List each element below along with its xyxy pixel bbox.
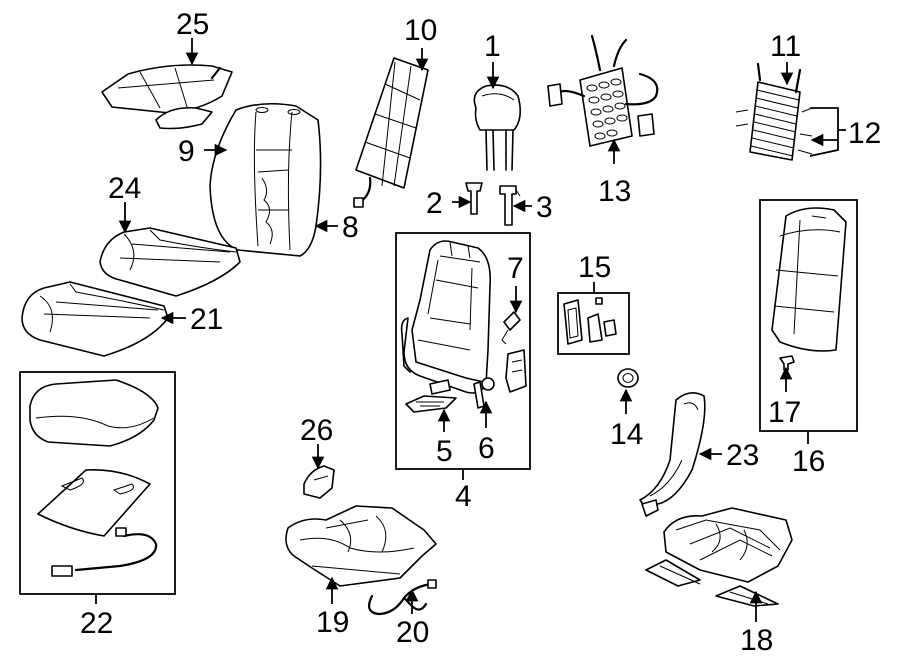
callout-13: 13 xyxy=(598,175,631,208)
part-5-recliner-mechanism xyxy=(405,379,457,413)
part-25-seat-heater xyxy=(101,64,233,130)
callout-1: 1 xyxy=(484,30,501,63)
callout-4: 4 xyxy=(455,480,472,513)
callout-15: 15 xyxy=(578,251,611,284)
callout-20: 20 xyxy=(396,616,429,649)
callout-10: 10 xyxy=(404,14,437,47)
part-2-headrest-guide xyxy=(465,182,483,215)
leader-lines xyxy=(95,38,846,622)
callout-16: 16 xyxy=(792,445,825,478)
callout-23: 23 xyxy=(726,439,759,472)
callout-6: 6 xyxy=(478,432,495,465)
part-18-seat-track xyxy=(645,507,793,607)
part-20-wire-harness xyxy=(367,579,437,616)
callout-11: 11 xyxy=(770,30,801,63)
callout-25: 25 xyxy=(176,8,209,41)
callout-9: 9 xyxy=(178,135,195,168)
part-23-side-shield xyxy=(639,392,706,517)
callout-24: 24 xyxy=(108,172,141,205)
frame-box-22 xyxy=(19,371,176,595)
part-22-cushion-heater xyxy=(29,379,159,577)
part-7-recliner-cable xyxy=(501,311,527,393)
part-19-cushion-pan xyxy=(285,505,437,587)
part-15-switch-set xyxy=(563,297,617,345)
callout-3: 3 xyxy=(536,191,553,224)
part-11-spring-mat xyxy=(735,62,813,161)
part-24-cushion-pad xyxy=(99,227,241,297)
part-3-headrest-guide-lock xyxy=(499,185,521,226)
callout-7: 7 xyxy=(507,252,524,285)
part-4-back-frame xyxy=(400,240,495,394)
part-9-back-cover xyxy=(209,102,322,257)
callout-14: 14 xyxy=(610,418,643,451)
callout-12: 12 xyxy=(848,117,881,150)
part-14-grommet xyxy=(617,368,639,388)
callout-18: 18 xyxy=(740,624,773,657)
callout-19: 19 xyxy=(316,606,349,639)
callout-22: 22 xyxy=(80,607,113,640)
callout-5: 5 xyxy=(436,435,453,468)
callout-21: 21 xyxy=(190,303,223,336)
part-10-back-heater xyxy=(353,57,429,208)
callout-17: 17 xyxy=(768,396,801,429)
part-26-bracket xyxy=(303,465,335,499)
callout-26: 26 xyxy=(300,414,333,447)
part-21-cushion-cover xyxy=(21,281,169,357)
callout-8: 8 xyxy=(342,211,359,244)
part-17-clip xyxy=(779,355,795,371)
part-13-lumbar-support xyxy=(547,34,659,147)
part-1-headrest xyxy=(473,84,522,171)
callout-2: 2 xyxy=(426,187,443,220)
part-16-back-panel xyxy=(771,207,847,352)
